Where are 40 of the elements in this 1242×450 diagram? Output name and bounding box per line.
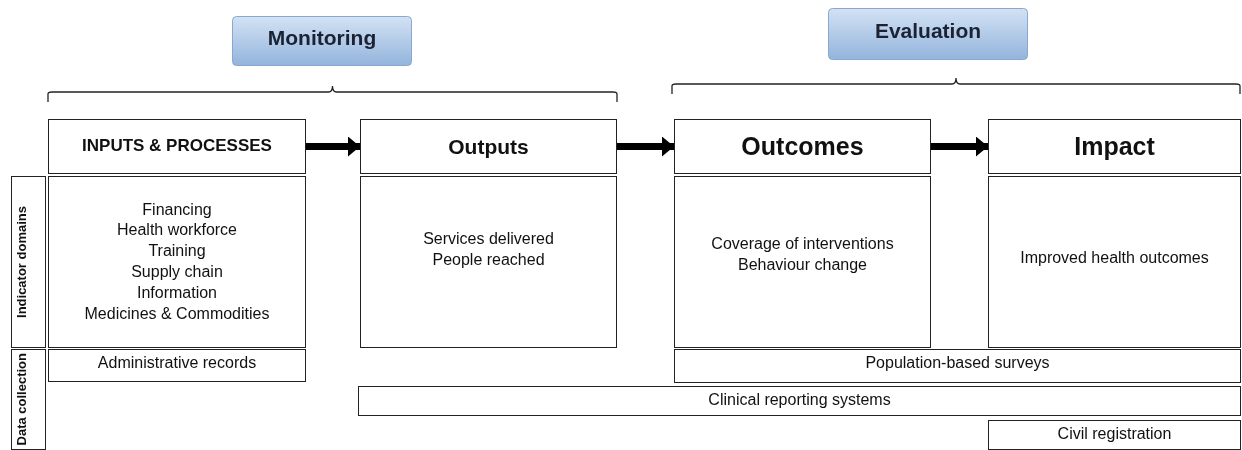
indicator-box [674,176,931,348]
indicator-text: Financing [142,199,212,220]
indicator-text: Training [148,241,206,262]
indicator-box [48,176,306,348]
data-source-bar [674,349,1241,383]
data-source-bar [48,349,306,382]
row-label: Data collection [14,353,31,446]
stage-title: Outcomes [741,131,864,163]
data-source-bar [358,386,1241,416]
indicator-text: Medicines & Commodities [84,303,270,324]
indicator-text: Supply chain [131,262,223,282]
data-source-label: Population-based surveys [865,353,1050,373]
indicator-text: Improved health outcomes [1020,247,1209,268]
indicator-text: Information [136,282,217,303]
stage-title: Outputs [448,133,529,160]
stage-header-box [674,119,931,174]
banner-label: Monitoring [267,25,377,52]
stage-title: Impact [1074,131,1155,163]
indicator-text: Services delivered [423,229,554,250]
indicator-text: People reached [432,250,545,270]
arrow [306,136,360,157]
indicator-text: Behaviour change [738,255,867,275]
banner-label: Evaluation [874,18,982,45]
stage-header-box [360,119,617,174]
row-label-box [11,349,46,450]
arrow [931,136,988,157]
data-source-bar [988,420,1241,450]
stage-header-box [988,119,1241,174]
row-label: Indicator domains [14,206,31,318]
indicator-box [360,176,617,348]
row-label-box [11,176,46,348]
indicator-text: Coverage of interventions [711,234,894,255]
data-source-label: Civil registration [1057,424,1172,444]
arrow [617,136,674,157]
data-source-label: Administrative records [97,353,257,373]
stage-header-box [48,119,306,174]
indicator-text: Health workforce [116,220,237,241]
indicator-box [988,176,1241,348]
stage-title: INPUTS & PROCESSES [82,135,272,158]
data-source-label: Clinical reporting systems [708,390,891,410]
